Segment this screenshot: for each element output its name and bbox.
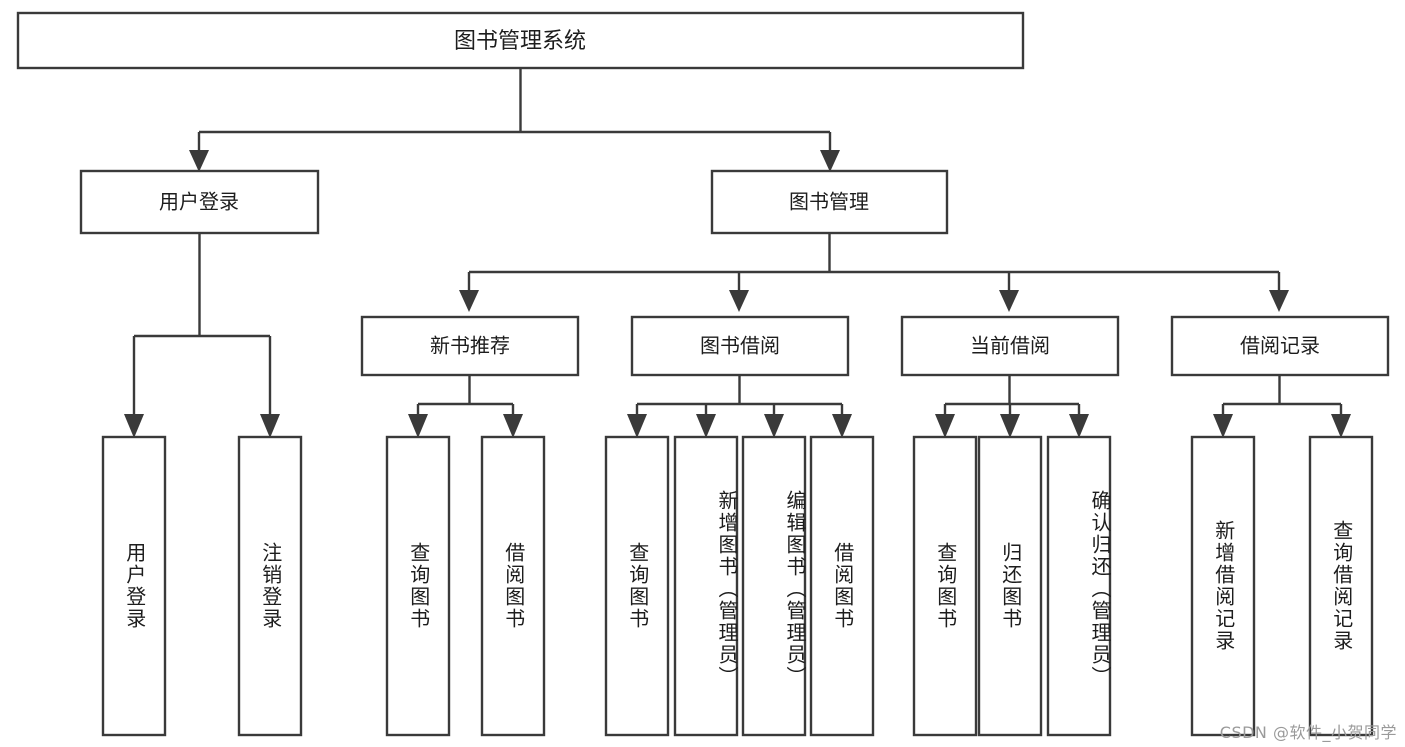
arrowhead-icon: [999, 290, 1019, 312]
node-borrow-record-box[interactable]: [1170, 315, 1390, 377]
node-book-management-label: 图书管理: [789, 190, 869, 214]
connector-layer: [132, 68, 1343, 418]
leaf-borrow-book-2-box[interactable]: [809, 435, 875, 737]
arrowhead-icon: [764, 414, 784, 438]
arrowhead-icon: [935, 414, 955, 438]
node-user-login-box[interactable]: [79, 169, 320, 235]
node-borrow-record[interactable]: 借阅记录: [1170, 315, 1390, 377]
leaf-query-borrow-record-box[interactable]: [1308, 435, 1374, 737]
connector-borrow-record-trunk: [1221, 375, 1343, 418]
leaf-query-book-1-box[interactable]: [385, 435, 451, 737]
connector-current-borrow-trunk: [943, 375, 1081, 418]
node-book-management[interactable]: 图书管理: [710, 169, 949, 235]
arrowhead-icon: [832, 414, 852, 438]
node-new-book-recommend-box[interactable]: [360, 315, 580, 377]
leaf-return-book-box[interactable]: [977, 435, 1043, 737]
arrowhead-icon: [124, 414, 144, 438]
connector-book-borrow-trunk: [635, 375, 844, 418]
connector-new-book-recommend-trunk: [416, 375, 515, 418]
node-root-box[interactable]: [16, 11, 1025, 70]
node-root-label: 图书管理系统: [454, 29, 586, 54]
arrowhead-icon: [1000, 414, 1020, 438]
leaf-add-borrow-record-box[interactable]: [1190, 435, 1256, 737]
leaf-add-book-box[interactable]: [673, 435, 739, 737]
arrowhead-icon: [1269, 290, 1289, 312]
leaf-user-login-box[interactable]: [101, 435, 167, 737]
node-current-borrow-label: 当前借阅: [970, 334, 1050, 358]
arrowhead-layer: [124, 150, 1351, 438]
connector-user-login-trunk: [132, 233, 272, 418]
leaf-borrow-book-1-box[interactable]: [480, 435, 546, 737]
arrowhead-icon: [729, 290, 749, 312]
node-current-borrow[interactable]: 当前借阅: [900, 315, 1120, 377]
arrowhead-icon: [820, 150, 840, 172]
node-book-borrow-label: 图书借阅: [700, 334, 780, 358]
node-book-management-box[interactable]: [710, 169, 949, 235]
arrowhead-icon: [408, 414, 428, 438]
node-user-login-label: 用户登录: [159, 190, 239, 214]
arrowhead-icon: [1069, 414, 1089, 438]
arrowhead-icon: [260, 414, 280, 438]
node-new-book-recommend[interactable]: 新书推荐: [360, 315, 580, 377]
arrowhead-icon: [1213, 414, 1233, 438]
csdn-watermark: CSDN @软件_小贺同学: [1219, 723, 1397, 742]
leaf-box-layer[interactable]: [101, 435, 1374, 737]
leaf-user-logout-box[interactable]: [237, 435, 303, 737]
node-borrow-record-label: 借阅记录: [1240, 334, 1320, 358]
arrowhead-icon: [189, 150, 209, 172]
leaf-query-book-3-box[interactable]: [912, 435, 978, 737]
arrowhead-icon: [1331, 414, 1351, 438]
connector-root-trunk: [197, 68, 832, 152]
arrowhead-icon: [696, 414, 716, 438]
arrowhead-icon: [459, 290, 479, 312]
node-current-borrow-box[interactable]: [900, 315, 1120, 377]
arrowhead-icon: [503, 414, 523, 438]
leaf-query-book-2-box[interactable]: [604, 435, 670, 737]
node-book-borrow[interactable]: 图书借阅: [630, 315, 850, 377]
node-new-book-recommend-label: 新书推荐: [430, 334, 510, 358]
connector-book-management-trunk: [467, 233, 1281, 292]
leaf-edit-book-box[interactable]: [741, 435, 807, 737]
node-book-borrow-box[interactable]: [630, 315, 850, 377]
node-user-login[interactable]: 用户登录: [79, 169, 320, 235]
leaf-confirm-return-box[interactable]: [1046, 435, 1112, 737]
arrowhead-icon: [627, 414, 647, 438]
node-root[interactable]: 图书管理系统: [16, 11, 1025, 70]
